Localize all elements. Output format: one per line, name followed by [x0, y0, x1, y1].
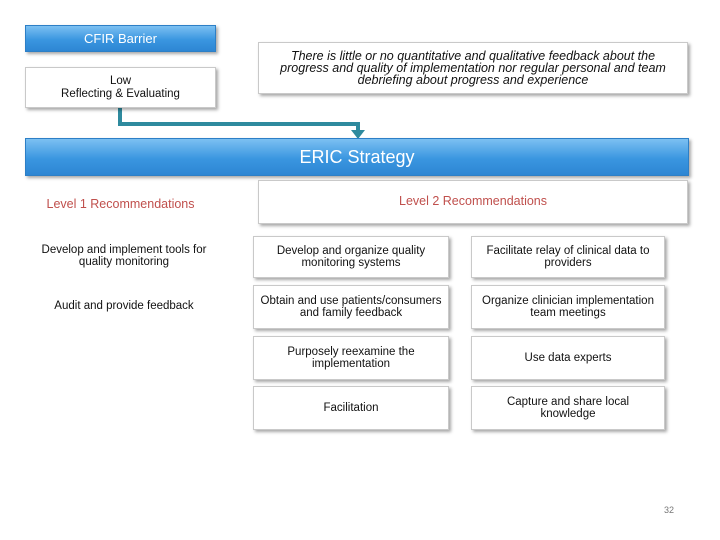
- barrier-description-box: There is little or no quantitative and q…: [258, 42, 688, 94]
- cfir-construct-box: Low Reflecting & Evaluating: [25, 67, 216, 108]
- level2-item: Obtain and use patients/consumers and fa…: [253, 285, 449, 329]
- level2-item: Organize clinician implementation team m…: [471, 285, 665, 329]
- level2-item: Purposely reexamine the implementation: [253, 336, 449, 380]
- page-number: 32: [664, 505, 675, 515]
- level1-item: Audit and provide feedback: [54, 300, 194, 312]
- level2-item: Facilitate relay of clinical data to pro…: [471, 236, 665, 278]
- level1-item: Develop and implement tools for quality …: [41, 244, 207, 268]
- level2-item: Use data experts: [471, 336, 665, 380]
- level2-item: Facilitation: [253, 386, 449, 430]
- cfir-barrier-header: CFIR Barrier: [25, 25, 216, 52]
- cfir-level: Low: [109, 74, 132, 87]
- level1-header: Level 1 Recommendations: [46, 197, 195, 211]
- level2-item: Capture and share local knowledge: [471, 386, 665, 430]
- eric-strategy-header: ERIC Strategy: [25, 138, 689, 176]
- cfir-construct: Reflecting & Evaluating: [61, 87, 180, 100]
- level2-item: Develop and organize quality monitoring …: [253, 236, 449, 278]
- cfir-barrier-title: CFIR Barrier: [84, 31, 157, 46]
- level2-header-box: Level 2 Recommendations: [258, 180, 688, 224]
- level2-header: Level 2 Recommendations: [399, 194, 547, 208]
- barrier-description: There is little or no quantitative and q…: [280, 49, 666, 87]
- eric-strategy-title: ERIC Strategy: [299, 146, 415, 167]
